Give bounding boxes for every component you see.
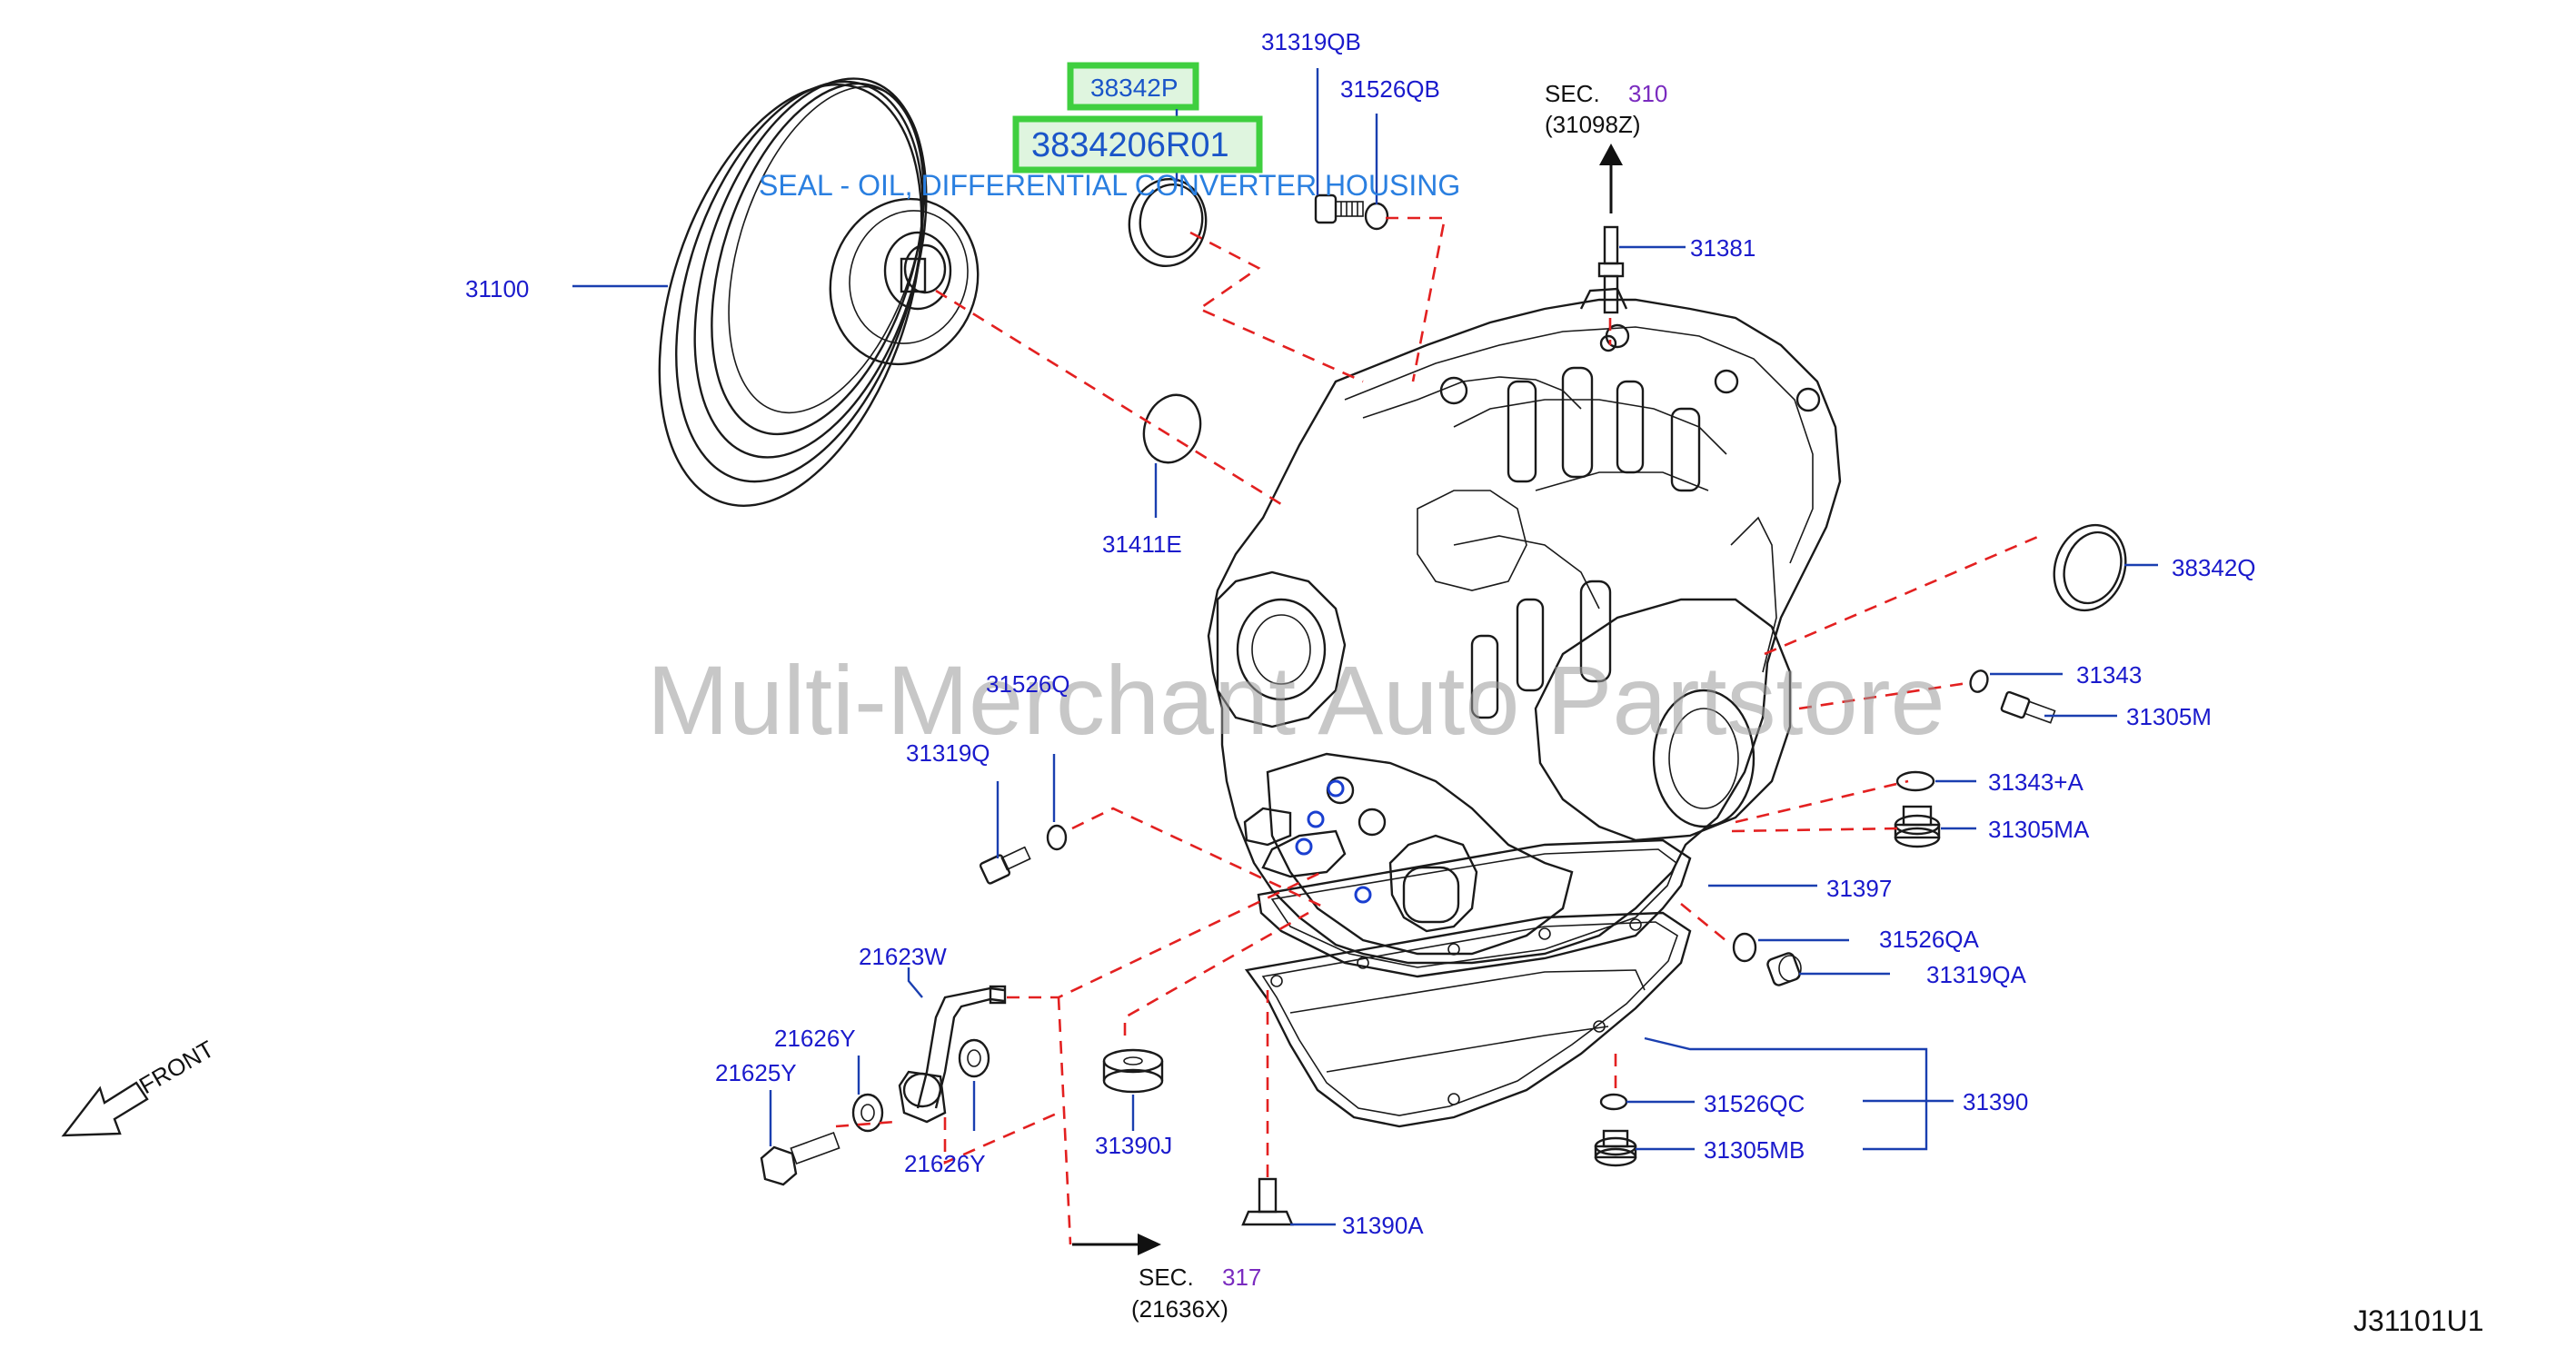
- bolt-31305m[interactable]: [2000, 690, 2056, 724]
- oring-31343[interactable]: [1967, 669, 1990, 695]
- sec-317-arrow-head: [1138, 1234, 1161, 1255]
- part-label[interactable]: 31319QA: [1926, 961, 2027, 988]
- part-label[interactable]: 31305M: [2126, 703, 2212, 730]
- part-label[interactable]: 21625Y: [715, 1059, 797, 1086]
- washer-21626y-b[interactable]: [958, 1038, 990, 1078]
- part-label[interactable]: 31343: [2076, 661, 2142, 689]
- washer-21626y-a[interactable]: [851, 1093, 884, 1133]
- sec-310-prefix: SEC.: [1545, 80, 1600, 107]
- part-label[interactable]: 31305MA: [1988, 816, 2090, 843]
- sec-317-number[interactable]: 317: [1222, 1264, 1261, 1291]
- sec-317-ref: (21636X): [1131, 1295, 1228, 1323]
- part-label[interactable]: 31319Q: [906, 739, 990, 767]
- part-label[interactable]: 31381: [1690, 234, 1755, 262]
- part-label[interactable]: 38342Q: [2172, 554, 2256, 581]
- part-label[interactable]: 31526QA: [1879, 926, 1980, 953]
- part-label[interactable]: 31390: [1963, 1088, 2028, 1115]
- highlight-part-ref-box[interactable]: [1067, 62, 1199, 111]
- plug-31319qa[interactable]: [1766, 952, 1802, 986]
- highlight-part-number-box[interactable]: [1012, 115, 1263, 173]
- leader-lines: [572, 68, 2158, 1226]
- diagram-code: J31101U1: [2353, 1304, 2484, 1337]
- part-label[interactable]: 31305MB: [1704, 1136, 1805, 1164]
- bolt-31319qb[interactable]: [1314, 193, 1364, 224]
- bolt-21625y[interactable]: [760, 1131, 840, 1186]
- part-label[interactable]: 31411E: [1102, 530, 1182, 558]
- highlight-part-number: 3834206R01: [1031, 126, 1229, 164]
- highlight-part-ref: 38342P: [1090, 74, 1179, 102]
- part-label[interactable]: 31390A: [1342, 1212, 1424, 1239]
- part-label[interactable]: 31397: [1826, 875, 1892, 902]
- torque-converter[interactable]: [611, 49, 999, 539]
- oring-31526qb[interactable]: [1364, 202, 1389, 231]
- highlight-description: SEAL - OIL, DIFFERENTIAL CONVERTER HOUSI…: [759, 169, 1460, 202]
- bolt-31319q[interactable]: [979, 846, 1031, 885]
- watermark: Multi-Merchant Auto Partstore: [647, 645, 1945, 755]
- part-label[interactable]: 31100: [465, 275, 529, 302]
- grommet-31390j[interactable]: [1102, 1048, 1164, 1094]
- oring-31526qa[interactable]: [1732, 932, 1757, 963]
- dashed-assembly-lines: [835, 216, 2041, 1245]
- sec-310-arrow-head: [1599, 144, 1623, 165]
- plug-31305ma[interactable]: [1894, 805, 1941, 848]
- part-label[interactable]: 31343+A: [1988, 768, 2084, 796]
- part-labels: 31319QB 31526QB 31100 31381 31411E 38342…: [465, 28, 2256, 1239]
- bolt-31390a[interactable]: [1241, 1177, 1294, 1226]
- part-label[interactable]: 31390J: [1095, 1132, 1172, 1159]
- part-label[interactable]: 31319QB: [1261, 28, 1361, 55]
- plug-31305mb[interactable]: [1594, 1129, 1637, 1167]
- oring-31526q[interactable]: [1046, 824, 1068, 851]
- stud-31381[interactable]: [1597, 225, 1625, 314]
- oil-pan-gasket[interactable]: [1257, 838, 1692, 978]
- sec-310-ref: (31098Z): [1545, 111, 1641, 138]
- transmission-case[interactable]: [1207, 287, 1842, 965]
- oil-pan[interactable]: [1244, 911, 1692, 1128]
- part-label[interactable]: 31526Q: [986, 670, 1070, 698]
- oring-31411e[interactable]: [1135, 387, 1209, 471]
- part-label[interactable]: 21623W: [859, 943, 947, 970]
- oring-31526qc[interactable]: [1599, 1093, 1628, 1111]
- seal-38342p[interactable]: [1122, 173, 1212, 272]
- part-label[interactable]: 21626Y: [904, 1150, 986, 1177]
- sec-310-number[interactable]: 310: [1628, 80, 1667, 107]
- washer-21626y-b-inner: [967, 1049, 981, 1067]
- sec-317-prefix: SEC.: [1139, 1264, 1194, 1291]
- tube-21623w[interactable]: [898, 985, 1007, 1124]
- washer-21626y-a-inner: [860, 1104, 875, 1122]
- oring-31343a[interactable]: [1895, 770, 1935, 792]
- front-label: FRONT: [134, 1035, 219, 1099]
- part-label[interactable]: 21626Y: [774, 1025, 856, 1052]
- seal-38342q[interactable]: [2043, 515, 2137, 620]
- part-label[interactable]: 31526QC: [1704, 1090, 1805, 1117]
- front-arrow-icon: [61, 1081, 149, 1137]
- part-label[interactable]: 31526QB: [1340, 75, 1440, 103]
